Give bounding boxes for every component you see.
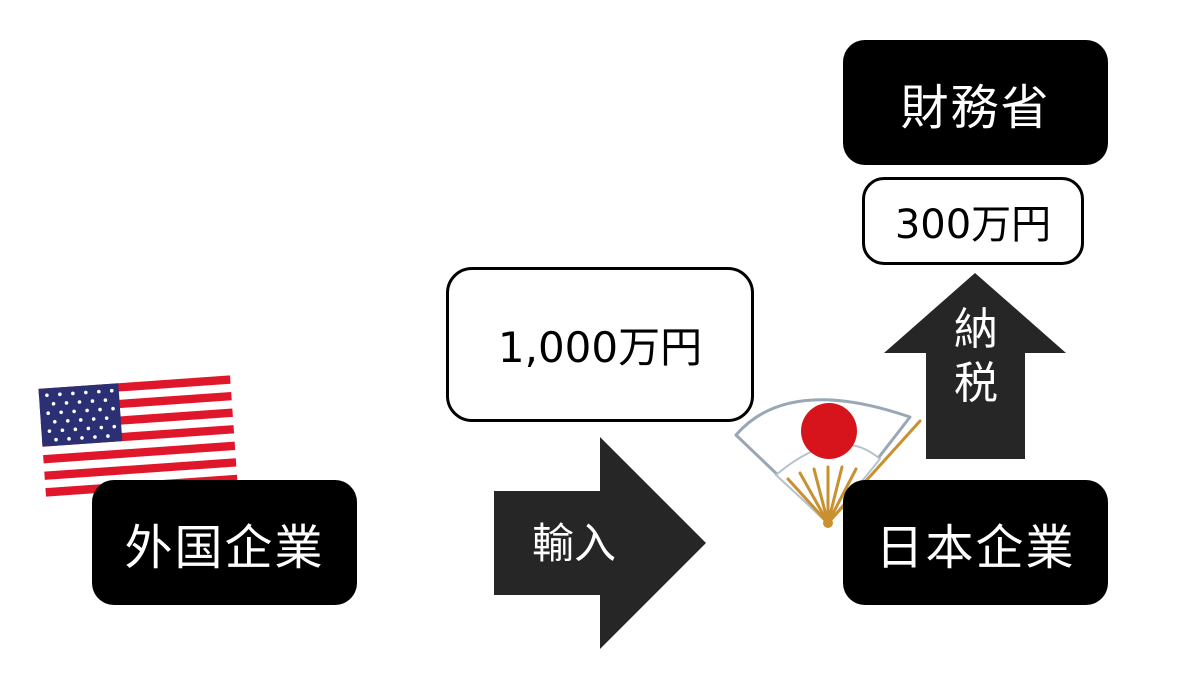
foreign-company-box: 外国企業 bbox=[92, 480, 357, 605]
tax-payment-arrow bbox=[884, 273, 1066, 459]
japanese-company-label: 日本企業 bbox=[875, 519, 1076, 576]
foreign-company-label: 外国企業 bbox=[124, 519, 325, 576]
tax-amount-value: 300万円 bbox=[894, 202, 1052, 248]
import-amount-box: 1,000万円 bbox=[446, 267, 754, 422]
import-arrow bbox=[494, 437, 706, 649]
japanese-fan-icon bbox=[734, 398, 922, 528]
tax-payment-label-char-2: 税 bbox=[954, 358, 998, 409]
ministry-of-finance-box: 財務省 bbox=[843, 40, 1108, 165]
tax-amount-box: 300万円 bbox=[862, 177, 1084, 265]
ministry-of-finance-label: 財務省 bbox=[900, 79, 1051, 136]
tax-payment-label-char-1: 納 bbox=[954, 304, 998, 355]
import-arrow-label: 輸入 bbox=[531, 519, 616, 568]
tax-payment-label: 納 税 bbox=[946, 303, 1006, 411]
us-flag-icon bbox=[38, 375, 238, 497]
import-amount-value: 1,000万円 bbox=[497, 323, 703, 372]
japanese-company-box: 日本企業 bbox=[843, 480, 1108, 605]
